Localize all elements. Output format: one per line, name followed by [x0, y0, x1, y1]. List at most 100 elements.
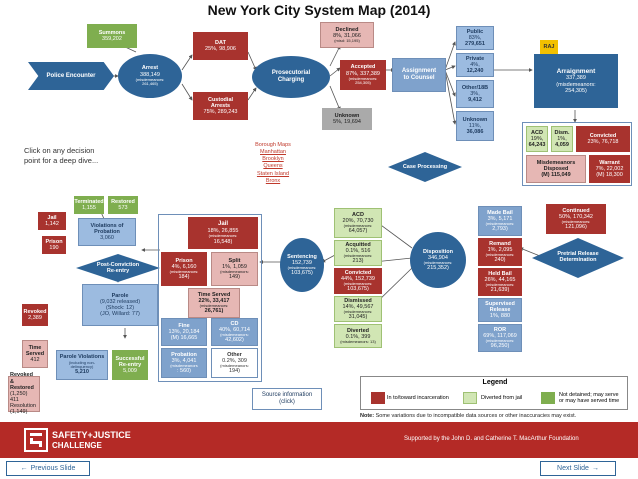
revoked-restored-l5: (1,149)	[10, 409, 28, 416]
supervised-l2: Release	[489, 306, 511, 313]
sentencing-node[interactable]: Sentencing 152,739 (misdemeanors: 103,67…	[280, 238, 324, 292]
borough-queens[interactable]: Queens	[263, 163, 283, 170]
assignment-to-counsel[interactable]: Assignment to Counsel	[392, 58, 446, 92]
other18b-label: Other/18B	[461, 84, 489, 91]
post-conviction-reentry[interactable]: Post-Conviction Re-entry	[76, 254, 160, 282]
revoked-restored: Revoked & Restored (1,250) 411 Resolutio…	[8, 372, 40, 416]
jail-small-box: Jail 1,142	[38, 212, 66, 230]
parole-box[interactable]: Parole (9,032 released) (Shock: 12) (JO,…	[82, 284, 158, 326]
disposition-node[interactable]: Disposition 346,904 (misdemeanors: 215,3…	[410, 232, 466, 288]
counsel-private: Private 4%, 12,240	[456, 53, 494, 77]
revoked-restored-l4: 411 Resolution	[10, 397, 36, 410]
time-served-big-sub2: 26,761)	[204, 308, 224, 315]
convicted-mid-label: Convicted	[344, 269, 372, 276]
acd-top: ACD 19%, 64,243	[526, 126, 548, 152]
cd-label: CD	[230, 320, 239, 327]
split-value: 1%, 1,059	[222, 263, 247, 270]
probation-box: Probation 3%, 4,041 (misdemeanors : 560)	[161, 348, 207, 378]
previous-slide-label: Previous Slide	[30, 465, 76, 472]
next-slide-button[interactable]: Next Slide →	[540, 461, 616, 476]
declined-value: 8%, 31,066	[333, 32, 361, 39]
split-box: Split 1%, 1,059 (misdemeanors: 149)	[211, 252, 258, 286]
remand-value: 1%, 2,095	[487, 246, 513, 253]
sentencing-outcomes	[158, 214, 262, 382]
custodial-label: Custodial	[207, 96, 234, 103]
dism-top-value: 4,059	[555, 142, 569, 149]
source-info-button[interactable]: Source information (click)	[252, 388, 322, 410]
misd-disposed-l2: Disposed	[543, 165, 569, 172]
violations-probation[interactable]: Violations of Probation 3,060	[78, 218, 136, 246]
accepted-sub: (misdemeanors:	[348, 75, 378, 81]
acquitted-box: Acquitted 0.1%, 516 (misdemeanors: 213)	[334, 240, 382, 266]
prosecutorial-l2: Charging	[277, 77, 305, 83]
time-served-big-value: 22%, 33,417	[198, 297, 230, 304]
previous-slide-button[interactable]: ← Previous Slide	[6, 461, 90, 476]
time-served-big: Time Served 22%, 33,417 (misdemeanors: 2…	[188, 288, 240, 318]
borough-staten-island[interactable]: Staten Island	[256, 170, 290, 177]
borough-brooklyn[interactable]: Brooklyn	[262, 156, 284, 163]
made-bail-sub: (misdemeanors:	[485, 220, 515, 226]
jail-small-value: 1,142	[45, 221, 59, 227]
accepted-label: Accepted	[350, 64, 376, 71]
arraignment-sub2: 254,305)	[565, 87, 587, 94]
raj-badge[interactable]: RAJ	[540, 40, 558, 54]
prosecutorial-charging[interactable]: Prosecutorial Charging	[252, 56, 330, 98]
parole-violations[interactable]: Parole Violations (including non- delinq…	[56, 350, 108, 380]
sentencing-sub2: 103,675)	[291, 270, 313, 277]
revoked-restored-l3: (1,250)	[10, 390, 28, 397]
parole-label: Parole	[111, 292, 129, 299]
parole-sub: (9,032 released)	[99, 298, 141, 305]
note-label: Note:	[360, 413, 375, 419]
borough-manhattan[interactable]: Manhattan	[260, 149, 286, 156]
summons-label: Summons	[98, 29, 126, 36]
supervised-value: 1%, 880	[489, 313, 511, 320]
successful-reentry-value: 5,009	[123, 368, 137, 375]
fine-sub: (M) 16,665	[170, 335, 198, 342]
violations-prob-l2: Probation	[94, 228, 120, 235]
police-encounter[interactable]: Police Encounter	[28, 62, 114, 90]
declined-sub: (misd: 15,195)	[334, 37, 360, 43]
convicted-mid-sub2: 103,675)	[347, 286, 369, 293]
arraignment-label: Arraignment	[556, 68, 596, 76]
unknown-label: Unknown	[334, 112, 360, 119]
prison-small-value: 190	[49, 245, 59, 251]
ror-sub: (misdemeanors:	[485, 337, 515, 343]
jail-big-sub: (misdemeanors:	[208, 233, 238, 239]
continued-box: Continued 50%, 170,342 (misdemeanors: 12…	[546, 204, 606, 234]
note-text: Some variations due to incompatible data…	[375, 413, 577, 419]
legend-diverted: Diverted from jail	[481, 395, 523, 401]
made-bail: Made Bail 3%, 5,171 (misdemeanors: 2,793…	[478, 206, 522, 236]
split-sub2: 149)	[228, 274, 240, 281]
ror-label: ROR	[493, 326, 507, 333]
borough-bronx[interactable]: Bronx	[265, 177, 281, 184]
held-bail: Held Bail 26%, 44,165 (misdemeanors: 21,…	[478, 268, 522, 296]
arraignment-node[interactable]: Arraignment 337,389 (misdemeanors: 254,3…	[534, 54, 618, 108]
ror-sub2: 96,250)	[490, 343, 510, 350]
restored-top-value: 573	[118, 205, 128, 211]
other18b-pct: 3%,	[470, 90, 480, 97]
other-sent-value: 0.2%, 309	[222, 357, 247, 364]
arrow-right-icon: →	[591, 465, 599, 472]
summons-box: Summons 359,202	[87, 24, 137, 48]
dism-top: Dism. 1%, 4,059	[551, 126, 573, 152]
unknown-value: 5%, 19,694	[333, 119, 361, 125]
cd-sub2: 42,602)	[225, 337, 244, 344]
acd-mid-sub2: 64,057)	[348, 228, 368, 235]
disposition-value: 346,904	[428, 254, 448, 261]
case-processing[interactable]: Case Processing	[388, 152, 462, 182]
pretrial-release-determination[interactable]: Pretrial Release Determination	[532, 238, 624, 278]
jail-small-label: Jail	[47, 214, 57, 221]
private-value: 12,240	[466, 68, 484, 75]
pretrial-shape	[532, 238, 624, 278]
jail-big-sub2: 16,548)	[213, 238, 233, 245]
arrest-node[interactable]: Arrest 388,149 (misdemeanors: 261,465)	[118, 54, 182, 98]
fine-value: 13%, 20,184	[168, 328, 200, 335]
counsel-public: Public 83%, 279,651	[456, 26, 494, 50]
sentencing-value: 152,739	[292, 259, 312, 266]
arrow-left-icon: ←	[20, 465, 28, 472]
accepted-sub2: 254,305)	[355, 80, 371, 86]
dismissed-value: 14%, 49,567	[342, 303, 374, 310]
acquitted-sub2: 213)	[352, 258, 364, 265]
time-served-small: Time Served 412	[22, 340, 48, 368]
dat-box: DAT 25%, 98,906	[193, 32, 248, 60]
